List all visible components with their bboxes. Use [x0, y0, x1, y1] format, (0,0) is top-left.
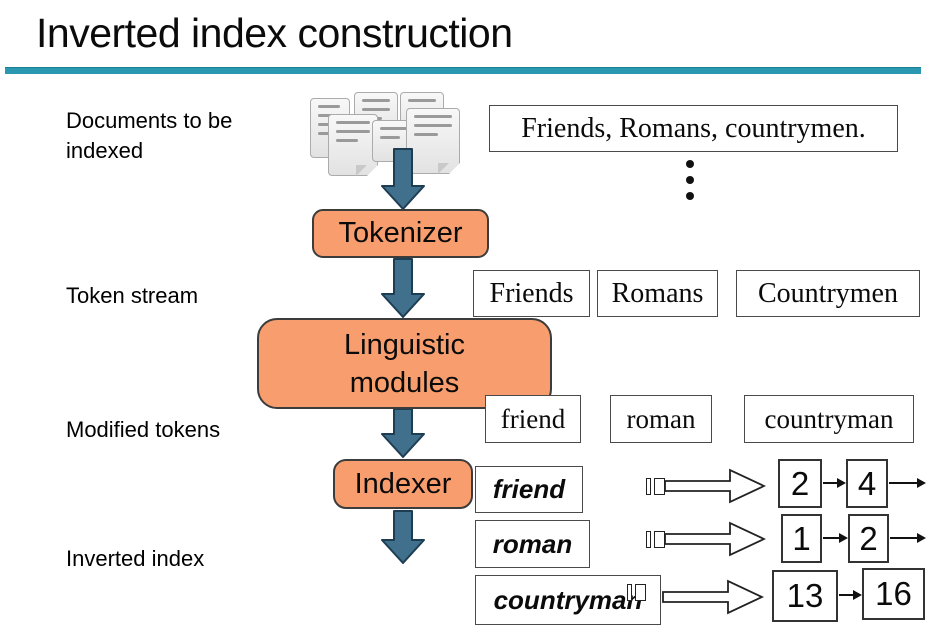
posting-arrow-icon	[664, 521, 766, 557]
down-arrow-icon	[381, 258, 425, 318]
dictionary-entry-icon	[646, 478, 665, 495]
modified-token-box: friend	[485, 395, 581, 443]
posting-box: 4	[846, 459, 888, 508]
index-term-box: countryman	[475, 575, 661, 625]
linguistic-modules-label-line2: modules	[349, 366, 460, 399]
down-arrow-icon	[381, 408, 425, 458]
linguistic-modules-label-line1: Linguistic	[344, 328, 465, 361]
indexer-box: Indexer	[333, 459, 473, 509]
page-title: Inverted index construction	[36, 10, 513, 56]
index-term-box: roman	[475, 520, 590, 568]
tokenizer-label: Tokenizer	[338, 217, 463, 249]
token-box: Countrymen	[736, 270, 920, 317]
token-box: Romans	[597, 270, 718, 317]
stage-label-modified-tokens: Modified tokens	[66, 417, 221, 442]
posting-arrow-icon	[664, 468, 766, 504]
input-sentence-box: Friends, Romans, countrymen.	[489, 105, 898, 152]
posting-box: 2	[778, 459, 822, 508]
tokenizer-box: Tokenizer	[312, 209, 489, 258]
posting-box: 1	[781, 514, 822, 563]
posting-link-arrow-icon	[823, 532, 848, 543]
document-icon	[328, 114, 378, 176]
dictionary-entry-icon	[646, 531, 665, 548]
posting-link-arrow-icon	[839, 589, 862, 600]
posting-arrow-icon	[662, 579, 764, 615]
stage-label-token-stream: Token stream	[66, 283, 199, 308]
linguistic-modules-box: Linguistic modules	[257, 318, 552, 409]
title-underline	[5, 67, 921, 74]
posting-box: 13	[772, 570, 838, 622]
down-arrow-icon	[381, 510, 425, 564]
indexer-label: Indexer	[354, 467, 452, 500]
documents-icon	[298, 92, 468, 184]
stage-label-documents: Documents to be indexed	[66, 108, 233, 163]
token-box: Friends	[473, 270, 590, 317]
modified-token-box: countryman	[744, 395, 914, 443]
dictionary-entry-icon	[627, 584, 646, 601]
posting-box: 2	[848, 514, 889, 563]
document-icon	[406, 108, 460, 174]
down-arrow-icon	[381, 148, 425, 210]
modified-token-box: roman	[610, 395, 712, 443]
stage-label-inverted-index: Inverted index	[66, 546, 205, 571]
index-term-box: friend	[475, 466, 583, 513]
posting-continue-arrow-icon	[890, 532, 926, 543]
posting-box: 16	[862, 568, 925, 620]
posting-continue-arrow-icon	[889, 477, 926, 488]
posting-link-arrow-icon	[823, 477, 846, 488]
